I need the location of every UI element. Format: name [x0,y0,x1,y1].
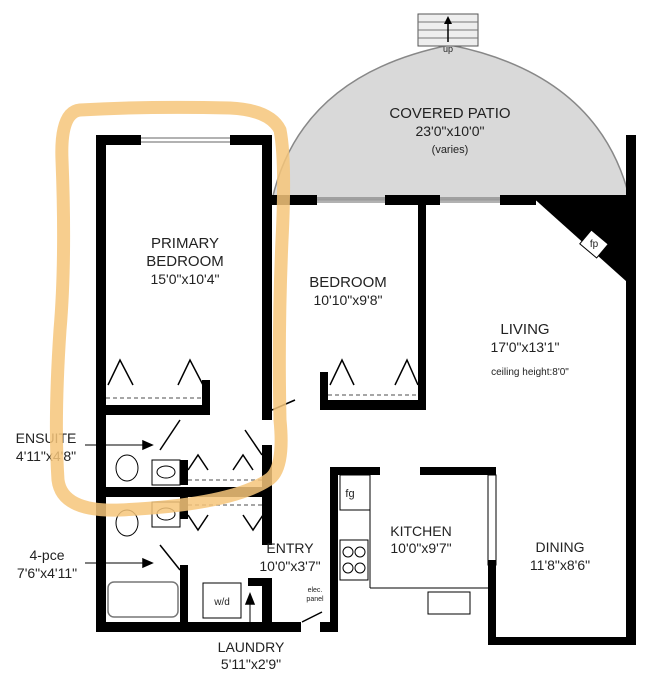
bathtub [107,581,179,618]
living-name: LIVING [500,321,549,338]
sink [427,591,471,615]
fridge [339,474,371,511]
washer-dryer [202,582,242,619]
closets-doors [85,358,497,632]
patio-note: (varies) [432,144,469,156]
elec-panel-label-2: panel [306,596,324,603]
primary-bedroom-name1: PRIMARY [151,235,219,252]
primary-bedroom-name2: BEDROOM [146,253,224,270]
primary-bedroom-size: 15'0"x10'4" [150,271,219,287]
bedroom-name: BEDROOM [309,274,387,291]
patio-size: 23'0"x10'0" [415,123,484,139]
ensuite-size: 4'11"x4'8" [16,448,76,464]
hand-drawn-highlight [49,100,291,517]
windows [141,137,500,203]
four-pce-size: 7'6"x4'11" [17,565,77,581]
toilet-ensuite [115,454,139,482]
dining-size: 11'8"x8'6" [530,557,590,573]
kitchen-name: KITCHEN [390,523,451,539]
stove [339,539,369,581]
kitchen-size: 10'0"x9'7" [390,540,451,556]
living-note: ceiling height:8'0" [491,367,569,378]
dining-name: DINING [536,539,585,555]
bedroom-size: 10'10"x9'8" [313,292,382,308]
patio-name: COVERED PATIO [389,105,510,122]
four-pce-name: 4-pce [29,547,64,563]
stairs-label: up [443,44,453,54]
fireplace [579,229,609,259]
fridge-label: fg [345,488,354,500]
entry-name: ENTRY [266,540,314,556]
ensuite-name: ENSUITE [16,430,77,446]
laundry-size: 5'11"x2'9" [221,656,281,672]
laundry-name: LAUNDRY [218,639,285,655]
fireplace-label: fp [590,239,599,250]
elec-panel-label-1: elec. [308,587,323,594]
washer-dryer-label: w/d [213,597,230,608]
entry-size: 10'0"x3'7" [259,558,320,574]
covered-patio [271,13,631,201]
living-size: 17'0"x13'1" [490,339,559,355]
